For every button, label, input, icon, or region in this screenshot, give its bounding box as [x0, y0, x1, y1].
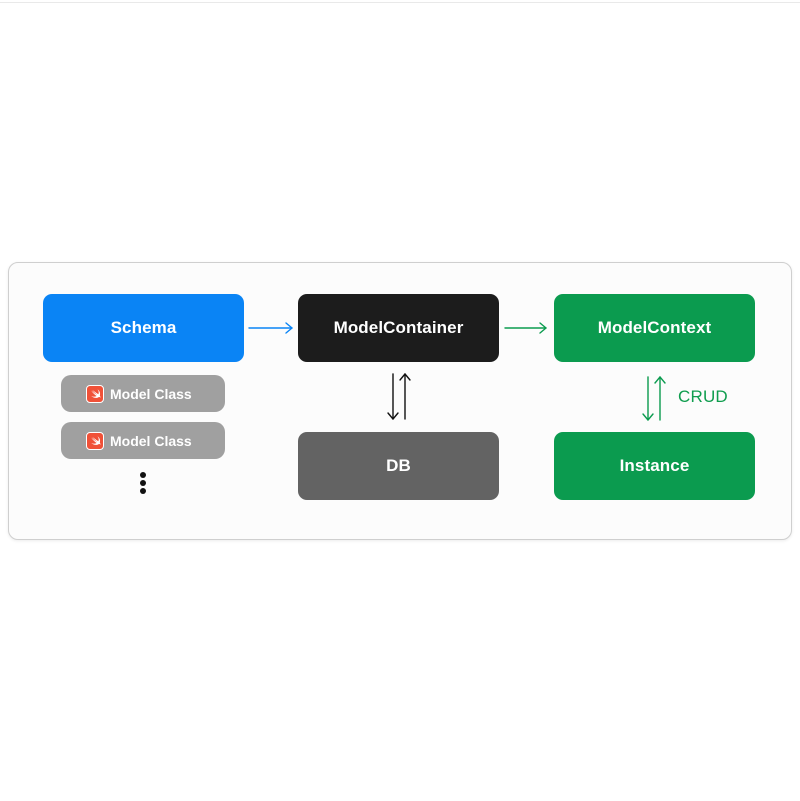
model-context-node: ModelContext	[554, 294, 755, 362]
instance-node: Instance	[554, 432, 755, 500]
schema-node: Schema	[43, 294, 244, 362]
swift-icon	[86, 431, 104, 450]
vertical-ellipsis-icon	[139, 472, 147, 496]
model-class-item: Model Class	[61, 375, 225, 412]
model-class-item: Model Class	[61, 422, 225, 459]
db-node: DB	[298, 432, 499, 500]
swift-icon	[86, 384, 104, 403]
model-container-node: ModelContainer	[298, 294, 499, 362]
crud-label: CRUD	[678, 387, 728, 406]
model-class-label: Model Class	[110, 432, 192, 449]
model-class-label: Model Class	[110, 385, 192, 402]
top-divider	[0, 2, 800, 3]
